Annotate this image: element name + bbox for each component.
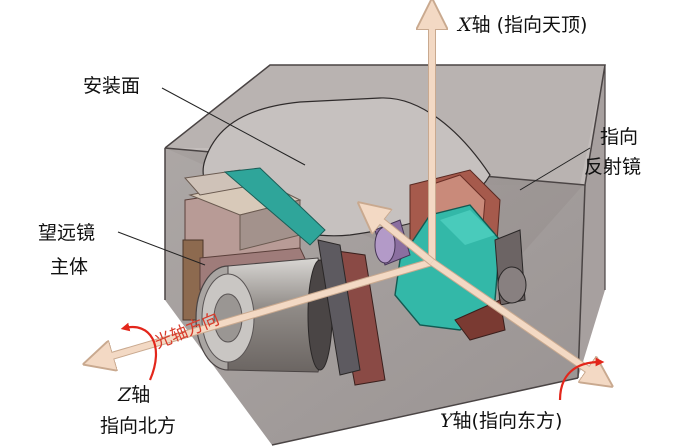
- label-mirror-line2: 反射镜: [584, 156, 642, 178]
- label-mirror-line1: 指向: [600, 126, 639, 148]
- label-x-axis: X轴 (指向天顶): [458, 14, 587, 36]
- rotation-arrows: [120, 322, 605, 401]
- label-mount-face: 安装面: [83, 75, 141, 97]
- z-rotation-arrow: [120, 322, 158, 381]
- z-axis-var: Z: [118, 384, 132, 406]
- label-z-axis-line2: 指向北方: [100, 415, 177, 437]
- x-axis-var: X: [458, 14, 472, 36]
- leader-lines: [117, 87, 591, 266]
- y-axis-text: 轴(指向东方): [452, 410, 563, 432]
- label-z-axis-line1: Z轴: [118, 384, 150, 406]
- y-axis-var: Y: [440, 410, 453, 432]
- label-telescope-line1: 望远镜: [38, 222, 96, 244]
- x-axis-text: 轴 (指向天顶): [471, 14, 588, 36]
- label-y-axis: Y轴(指向东方): [440, 410, 562, 432]
- y-rotation-arrow: [558, 357, 605, 401]
- label-telescope-line2: 主体: [50, 256, 89, 278]
- z-axis-text: 轴: [131, 384, 151, 406]
